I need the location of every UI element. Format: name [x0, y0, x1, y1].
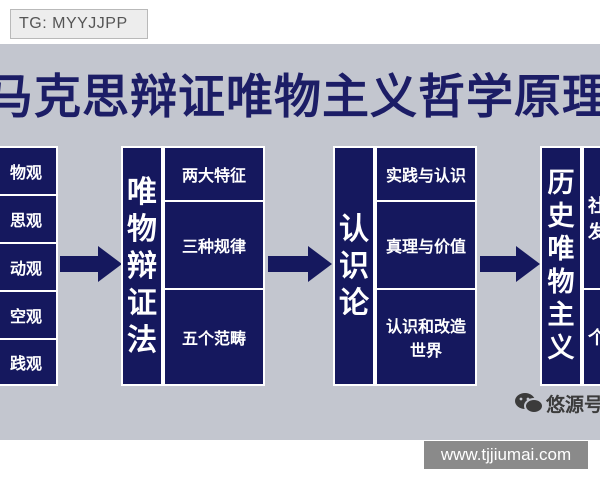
page-title: 马克思辩证唯物主义哲学原理 — [0, 70, 600, 125]
arrow-right-icon — [60, 246, 122, 282]
arrow-right-icon — [268, 246, 332, 282]
column-0-box: 物观 思观 动观 空观 践观 — [0, 146, 58, 386]
wechat-watermark: 悠源号 — [512, 388, 600, 418]
diagram-background — [0, 44, 600, 440]
dialectics-item: 三种规律 — [165, 202, 263, 290]
column-0-item: 思观 — [0, 196, 56, 244]
top-tag: TG: MYYJJPP — [10, 9, 148, 39]
dialectics-item: 五个范畴 — [181, 329, 246, 348]
epistemology-label: 认识论 — [339, 211, 369, 321]
dialectics-item: 两大特征 — [165, 148, 263, 202]
history-label: 历史唯物主义 — [547, 168, 575, 364]
column-0-item: 空观 — [0, 292, 56, 340]
epistemology-item: 真理与价值 — [377, 202, 475, 290]
history-label-box: 历史唯物主义 — [540, 146, 582, 386]
epistemology-item: 认识和改造世界 — [385, 317, 466, 360]
website-watermark: www.tjjiumai.com — [424, 441, 588, 469]
epistemology-label-box: 认识论 — [333, 146, 375, 386]
column-0-item: 践观 — [9, 354, 42, 373]
dialectics-items-box: 两大特征 三种规律 五个范畴 — [163, 146, 265, 386]
history-item: 社发 — [584, 148, 600, 290]
wechat-account-name: 悠源号 — [546, 394, 600, 416]
wechat-icon — [515, 393, 544, 414]
epistemology-item: 实践与认识 — [377, 148, 475, 202]
history-item: 个 — [588, 328, 600, 349]
column-0-item: 动观 — [0, 244, 56, 292]
dialectics-label-box: 唯物辩证法 — [121, 146, 163, 386]
column-0-item: 物观 — [0, 148, 56, 196]
epistemology-items-box: 实践与认识 真理与价值 认识和改造世界 — [375, 146, 477, 386]
history-items-box: 社发 个 — [582, 146, 600, 386]
arrow-right-icon — [480, 246, 540, 282]
dialectics-label: 唯物辩证法 — [127, 174, 157, 358]
